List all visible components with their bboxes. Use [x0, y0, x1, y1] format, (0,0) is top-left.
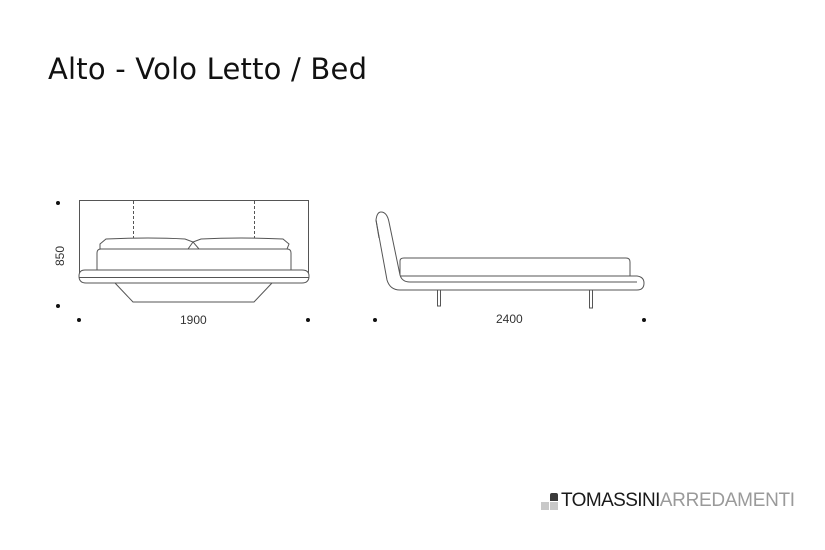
width-dimension-label: 1900 — [180, 313, 207, 327]
logo-mark-icon — [541, 492, 558, 510]
side-view-dimension-dots — [373, 318, 646, 322]
base — [114, 282, 273, 303]
leg-back — [589, 289, 593, 309]
front-view-dimension-dots — [56, 201, 310, 322]
side-headboard-inner — [380, 211, 637, 283]
side-view — [375, 211, 645, 309]
mattress — [96, 248, 292, 270]
page-title: Alto - Volo Letto / Bed — [48, 52, 368, 86]
length-dimension-label: 2400 — [496, 312, 523, 326]
leg-front — [437, 289, 441, 307]
side-frame-outer — [375, 211, 645, 291]
pillow-right — [192, 237, 290, 250]
side-mattress — [399, 257, 631, 277]
logo-brand-light: ARREDAMENTI — [659, 490, 795, 511]
pillow-left — [99, 237, 194, 250]
height-dimension-label: 850 — [53, 246, 67, 266]
platform — [78, 269, 310, 284]
front-view — [78, 200, 310, 303]
logo-brand-strong: TOMASSINI — [561, 490, 660, 511]
